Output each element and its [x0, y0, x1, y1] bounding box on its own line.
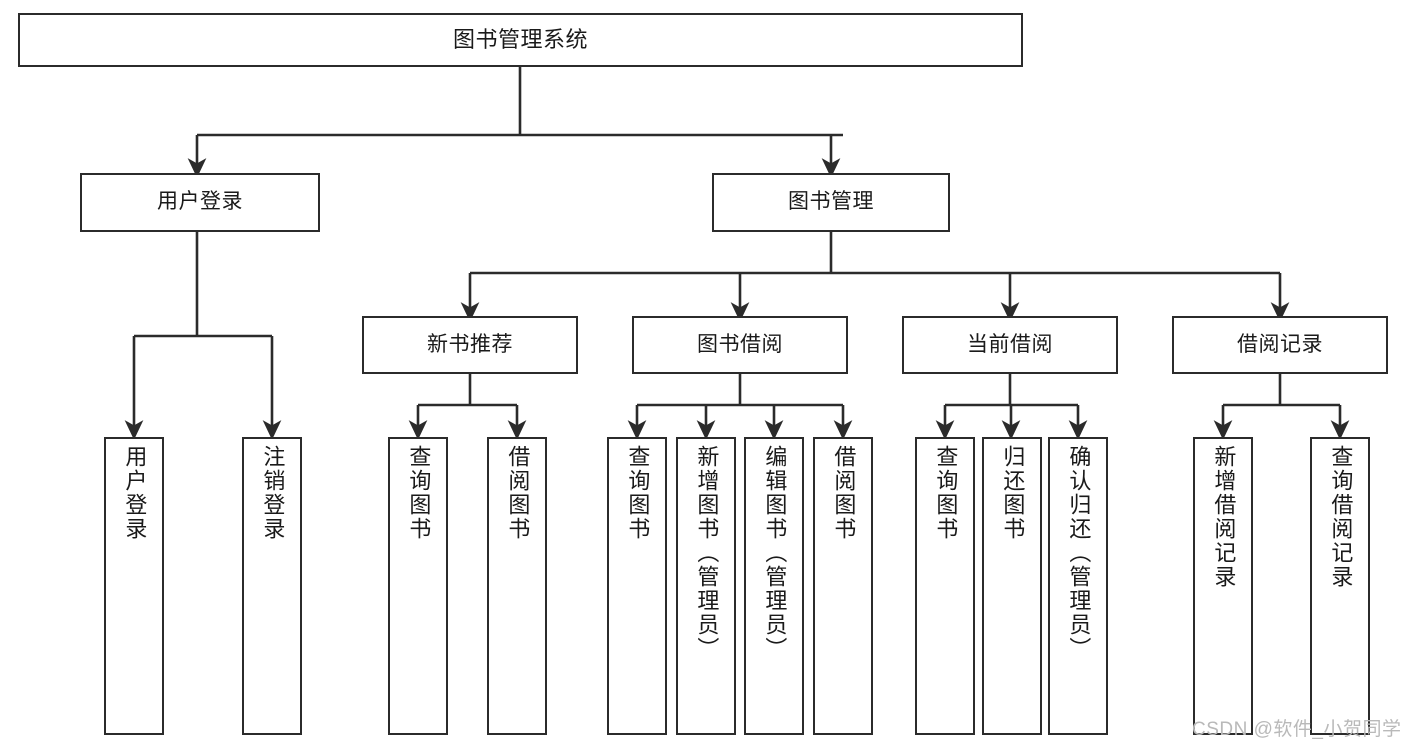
node-label: 用户登录 — [122, 445, 148, 541]
node-leaf-user-login[interactable]: 用户登录 — [104, 437, 164, 735]
node-label: 新书推荐 — [427, 332, 513, 356]
node-leaf-edit-book[interactable]: 编辑图书（管理员） — [744, 437, 804, 735]
node-leaf-confirm-return[interactable]: 确认归还（管理员） — [1048, 437, 1108, 735]
node-label: 用户登录 — [157, 190, 243, 214]
node-label: 确认归还（管理员） — [1066, 445, 1092, 661]
node-label: 图书管理系统 — [452, 27, 588, 53]
node-label: 查询图书 — [625, 445, 651, 541]
node-leaf-query-book-1[interactable]: 查询图书 — [388, 437, 448, 735]
node-current-borrow[interactable]: 当前借阅 — [902, 316, 1118, 374]
node-label: 归还图书 — [1000, 445, 1026, 541]
node-label: 编辑图书（管理员） — [762, 445, 788, 661]
node-label: 图书管理 — [788, 190, 874, 214]
node-user-login[interactable]: 用户登录 — [80, 173, 320, 232]
node-leaf-borrow-book-2[interactable]: 借阅图书 — [813, 437, 873, 735]
node-label: 当前借阅 — [967, 332, 1053, 356]
node-leaf-query-book-3[interactable]: 查询图书 — [915, 437, 975, 735]
node-label: 借阅记录 — [1237, 332, 1323, 356]
node-label: 图书借阅 — [697, 332, 783, 356]
node-leaf-add-book[interactable]: 新增图书（管理员） — [676, 437, 736, 735]
node-book-manage[interactable]: 图书管理 — [712, 173, 950, 232]
node-leaf-return-book[interactable]: 归还图书 — [982, 437, 1042, 735]
node-book-borrow[interactable]: 图书借阅 — [632, 316, 848, 374]
node-leaf-logout-login[interactable]: 注销登录 — [242, 437, 302, 735]
node-label: 借阅图书 — [505, 445, 531, 541]
csdn-watermark: CSDN @软件_小贺同学 — [1192, 719, 1402, 740]
node-leaf-borrow-book-1[interactable]: 借阅图书 — [487, 437, 547, 735]
node-label: 查询图书 — [933, 445, 959, 541]
node-leaf-add-record[interactable]: 新增借阅记录 — [1193, 437, 1253, 735]
node-leaf-query-book-2[interactable]: 查询图书 — [607, 437, 667, 735]
node-label: 查询图书 — [406, 445, 432, 541]
node-label: 新增借阅记录 — [1211, 445, 1237, 589]
node-label: 注销登录 — [260, 445, 286, 541]
node-new-book-recommend[interactable]: 新书推荐 — [362, 316, 578, 374]
node-borrow-record[interactable]: 借阅记录 — [1172, 316, 1388, 374]
node-leaf-query-record[interactable]: 查询借阅记录 — [1310, 437, 1370, 735]
node-label: 借阅图书 — [831, 445, 857, 541]
node-label: 新增图书（管理员） — [694, 445, 720, 661]
node-root-system[interactable]: 图书管理系统 — [18, 13, 1023, 67]
node-label: 查询借阅记录 — [1328, 445, 1354, 589]
